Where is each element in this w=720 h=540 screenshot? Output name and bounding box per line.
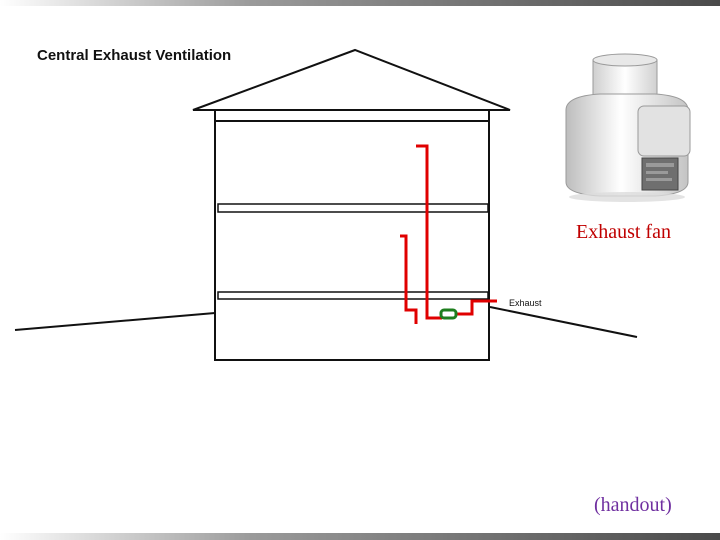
house-body — [214, 120, 490, 361]
lower-exhaust-duct — [400, 234, 418, 324]
main-floor-slab — [217, 291, 489, 300]
upper-floor-slab — [217, 203, 489, 213]
bottom-decorative-bar — [0, 533, 720, 540]
fan-symbol — [439, 308, 458, 320]
fan-icon — [565, 53, 691, 202]
ground-line-left — [14, 312, 216, 331]
outlet-duct — [455, 299, 497, 316]
handout-note: (handout) — [594, 494, 672, 516]
ground-line-right — [489, 306, 638, 338]
slide-title: Central Exhaust Ventilation — [37, 47, 232, 64]
upper-exhaust-duct — [416, 144, 442, 320]
exhaust-label: Exhaust — [509, 298, 542, 308]
exhaust-fan-caption: Exhaust fan — [576, 221, 671, 243]
top-decorative-bar — [0, 0, 720, 6]
